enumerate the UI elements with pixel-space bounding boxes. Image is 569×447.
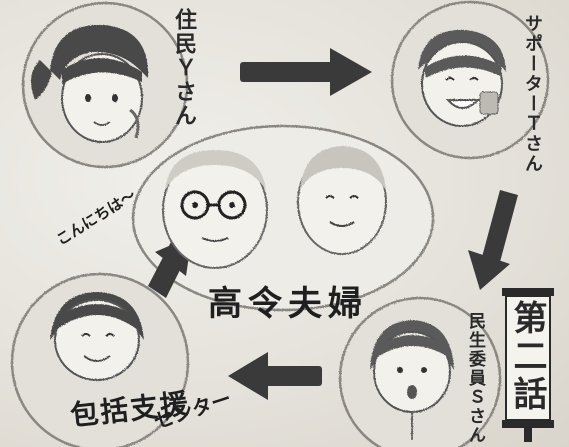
- commissioner-label: 民生委員Ｓさん: [465, 312, 485, 445]
- elderly-woman-face: [297, 146, 387, 255]
- episode-banner: [502, 288, 554, 442]
- center-staff-face: [50, 292, 144, 381]
- arrow-down-icon: [468, 190, 518, 290]
- supporter-label: サポーターＴさん: [522, 14, 543, 174]
- elderly-man-face: [162, 150, 268, 269]
- resident-face: [31, 24, 149, 143]
- supporter-face: [418, 29, 506, 127]
- episode-title: 第二話: [507, 300, 547, 414]
- couple-label: 高令夫婦: [208, 284, 368, 324]
- arrow-left-icon: [228, 352, 322, 400]
- commissioner-face: [370, 320, 454, 440]
- resident-label: 住民Ｙさん: [171, 8, 196, 128]
- arrow-right-icon: [240, 48, 372, 96]
